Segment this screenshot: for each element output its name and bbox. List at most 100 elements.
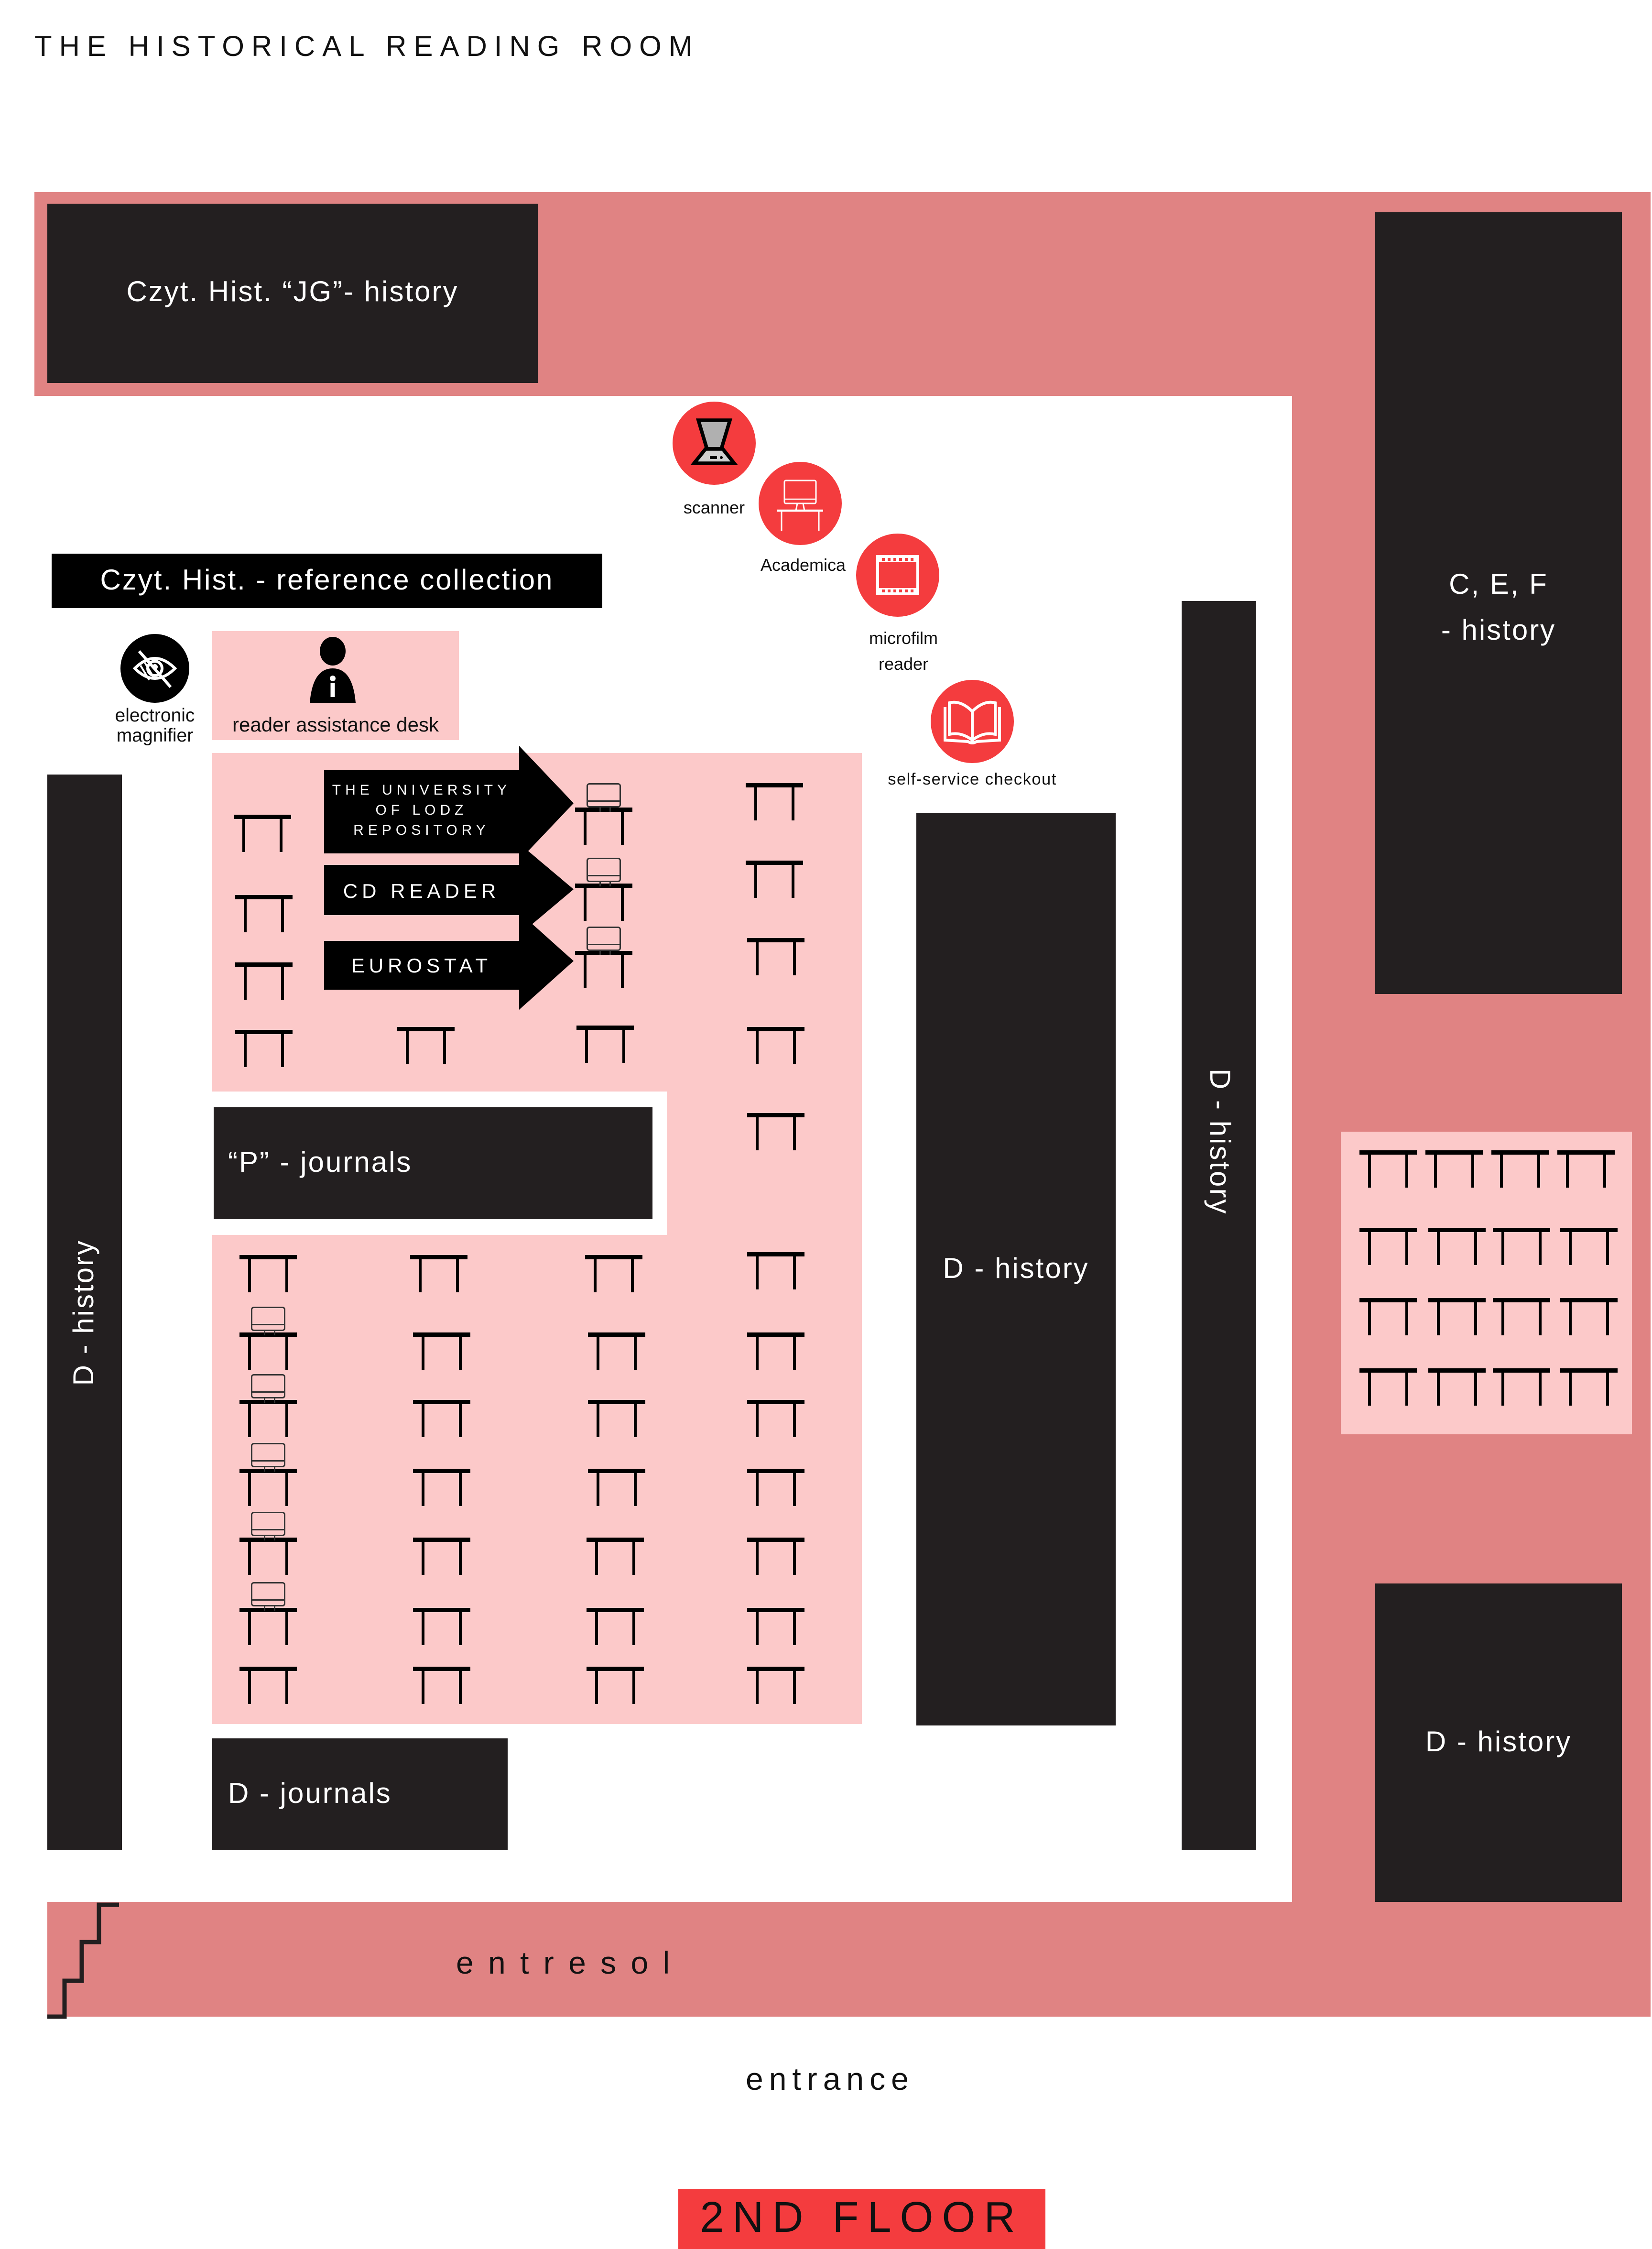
- shelf-d-history-left[interactable]: D - history: [47, 775, 122, 1850]
- reading-desk[interactable]: [588, 1332, 645, 1370]
- computer-desk[interactable]: [239, 1608, 297, 1645]
- shelf-d-history-vertical[interactable]: D - history: [1182, 601, 1256, 1850]
- computer-desk-icon[interactable]: [759, 462, 842, 545]
- shelf-cef-history[interactable]: C, E, F - history: [1375, 212, 1622, 994]
- reading-area-lower: [212, 1235, 862, 1724]
- page-title: THE HISTORICAL READING ROOM: [34, 32, 700, 63]
- arrow-head: [519, 746, 574, 861]
- reading-desk[interactable]: [1428, 1228, 1486, 1265]
- reading-desk[interactable]: [239, 1667, 297, 1704]
- eurostat-arrow-label: EUROSTAT: [324, 941, 519, 990]
- film-icon[interactable]: [856, 534, 939, 617]
- reading-desk[interactable]: [588, 1400, 645, 1437]
- computer-desk[interactable]: [239, 1332, 297, 1370]
- reading-desk[interactable]: [234, 815, 291, 852]
- computer-desk[interactable]: [575, 951, 632, 988]
- computer-desk[interactable]: [239, 1400, 297, 1437]
- eurostat-arrow[interactable]: EUROSTAT: [324, 912, 574, 1015]
- shelf-d-history-right-label: D - history: [1425, 1726, 1572, 1758]
- reading-area-right: [1341, 1132, 1632, 1434]
- computer-monitor-icon: [251, 1307, 285, 1335]
- reading-desk[interactable]: [1425, 1150, 1483, 1188]
- shelf-d-history-vertical-label: D - history: [1203, 1069, 1235, 1215]
- reading-desk[interactable]: [1560, 1298, 1618, 1335]
- reading-desk[interactable]: [413, 1538, 470, 1575]
- reading-desk[interactable]: [235, 895, 293, 932]
- info-person-icon: [304, 637, 361, 703]
- computer-desk[interactable]: [239, 1538, 297, 1575]
- stairs-icon: [47, 1902, 119, 2019]
- floor-plan: THE HISTORICAL READING ROOM Czyt. Hist. …: [34, 32, 1651, 2249]
- reading-desk[interactable]: [1359, 1228, 1417, 1265]
- reading-desk[interactable]: [1359, 1150, 1417, 1188]
- shelf-d-history-center[interactable]: D - history: [916, 813, 1116, 1725]
- assistance-desk-label: reader assistance desk: [232, 713, 439, 736]
- reading-desk[interactable]: [1428, 1298, 1486, 1335]
- reading-desk[interactable]: [747, 1113, 804, 1150]
- reading-desk[interactable]: [1359, 1298, 1417, 1335]
- reading-desk[interactable]: [239, 1255, 297, 1292]
- entrance-label[interactable]: entrance: [746, 2061, 914, 2097]
- reading-desk[interactable]: [235, 962, 293, 1000]
- reading-desk[interactable]: [413, 1400, 470, 1437]
- reading-desk[interactable]: [746, 783, 803, 820]
- floor-badge: 2ND FLOOR: [678, 2189, 1045, 2249]
- open-book-icon[interactable]: [931, 680, 1014, 763]
- reading-desk[interactable]: [413, 1608, 470, 1645]
- shelf-p-journals[interactable]: “P” - journals: [214, 1107, 652, 1219]
- reading-desk[interactable]: [747, 1400, 804, 1437]
- shelf-d-history-right[interactable]: D - history: [1375, 1583, 1622, 1902]
- cd-reader-arrow-label: CD READER: [324, 865, 519, 915]
- reading-desk[interactable]: [413, 1469, 470, 1506]
- repository-arrow[interactable]: THE UNIVERSITY OF LODZ REPOSITORY: [324, 746, 574, 869]
- computer-monitor-icon: [587, 858, 621, 886]
- reading-desk[interactable]: [1428, 1368, 1486, 1406]
- reading-desk[interactable]: [746, 861, 803, 898]
- reading-desk[interactable]: [1560, 1368, 1618, 1406]
- reading-desk[interactable]: [1557, 1150, 1615, 1188]
- reader-assistance-desk[interactable]: reader assistance desk: [212, 631, 459, 740]
- reading-desk[interactable]: [413, 1667, 470, 1704]
- computer-desk[interactable]: [239, 1469, 297, 1506]
- reading-desk[interactable]: [747, 1027, 804, 1064]
- shelf-cef-history-label: C, E, F - history: [1441, 569, 1556, 647]
- arrow-head: [519, 912, 574, 1010]
- reading-desk[interactable]: [747, 1608, 804, 1645]
- reading-desk[interactable]: [413, 1332, 470, 1370]
- reading-desk[interactable]: [1493, 1298, 1550, 1335]
- reading-desk[interactable]: [1359, 1368, 1417, 1406]
- reading-desk[interactable]: [1491, 1150, 1549, 1188]
- reading-desk[interactable]: [747, 1538, 804, 1575]
- shelf-jg-history[interactable]: Czyt. Hist. “JG”- history: [47, 204, 538, 383]
- reading-desk[interactable]: [235, 1030, 293, 1067]
- low-vision-eye-icon[interactable]: [120, 634, 189, 703]
- reading-desk[interactable]: [587, 1538, 644, 1575]
- reading-desk[interactable]: [587, 1667, 644, 1704]
- reading-desk[interactable]: [747, 1332, 804, 1370]
- microfilm-label: microfilm reader: [869, 628, 938, 674]
- computer-monitor-icon: [587, 783, 621, 812]
- computer-desk[interactable]: [575, 808, 632, 845]
- magnifier-label: electronic magnifier: [115, 704, 195, 746]
- reading-desk[interactable]: [588, 1469, 645, 1506]
- reading-desk[interactable]: [747, 1667, 804, 1704]
- shelf-reference-collection[interactable]: Czyt. Hist. - reference collection: [52, 554, 602, 608]
- computer-desk[interactable]: [575, 884, 632, 921]
- reading-desk[interactable]: [585, 1255, 642, 1292]
- reading-desk[interactable]: [576, 1026, 634, 1063]
- reading-desk[interactable]: [1493, 1228, 1550, 1265]
- reading-desk[interactable]: [397, 1027, 455, 1064]
- reading-desk[interactable]: [410, 1255, 467, 1292]
- reading-desk[interactable]: [747, 1252, 804, 1289]
- computer-monitor-icon: [251, 1374, 285, 1403]
- reading-desk[interactable]: [1560, 1228, 1618, 1265]
- reading-desk[interactable]: [587, 1608, 644, 1645]
- reading-desk[interactable]: [747, 938, 804, 975]
- shelf-d-journals[interactable]: D - journals: [212, 1738, 508, 1850]
- computer-monitor-icon: [251, 1582, 285, 1611]
- reading-desk[interactable]: [747, 1469, 804, 1506]
- reading-desk[interactable]: [1493, 1368, 1550, 1406]
- reference-collection-label: Czyt. Hist. - reference collection: [100, 564, 554, 596]
- shelf-p-journals-label: “P” - journals: [228, 1146, 413, 1179]
- scanner-icon[interactable]: [673, 402, 756, 485]
